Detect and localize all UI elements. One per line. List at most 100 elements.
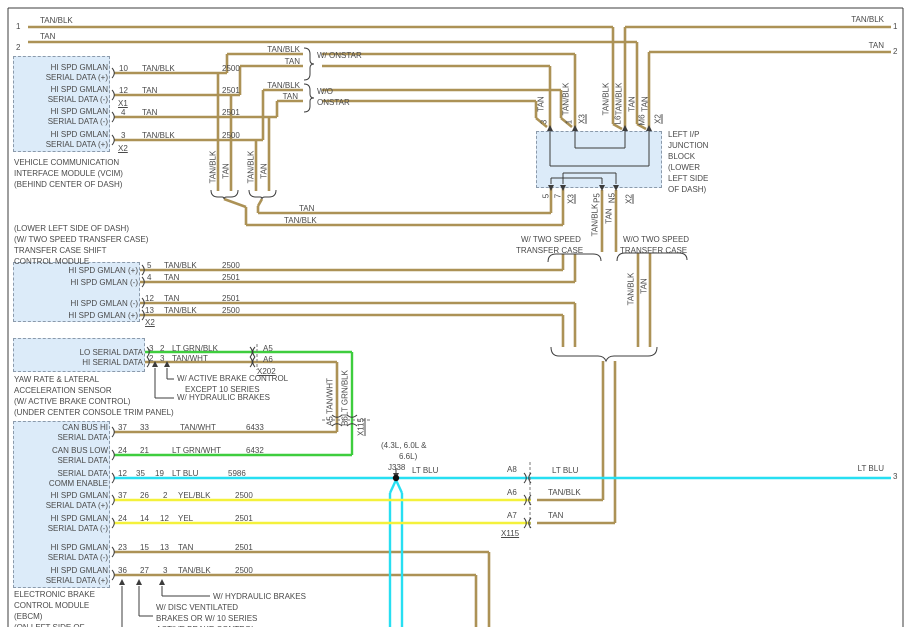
diagram-label: 2500	[222, 64, 240, 73]
diagram-label: X2	[118, 144, 128, 153]
diagram-label: TAN	[536, 96, 546, 112]
diagram-label: 24	[118, 514, 127, 523]
diagram-label: LT BLU	[857, 464, 884, 473]
diagram-label: TAN/BLK	[40, 16, 73, 25]
brace	[303, 47, 315, 81]
diagram-label: CAN BUS HI	[62, 423, 108, 432]
diagram-label: 37	[118, 491, 127, 500]
diagram-label: 2	[16, 43, 21, 52]
diagram-label: LT GRN/BLK	[172, 344, 218, 353]
diagram-label: 2500	[222, 261, 240, 270]
wire-segment	[256, 198, 264, 207]
pin-arrow-icon	[646, 125, 652, 131]
diagram-label: TAN/BLK	[561, 82, 571, 116]
pin-arrow-icon	[152, 361, 158, 367]
diagram-label: M6	[637, 114, 647, 126]
diagram-label: X3	[566, 194, 576, 204]
diagram-label: N5	[607, 192, 617, 204]
ebcm-module-box	[13, 421, 110, 588]
diagram-label: HI SPD GMLAN	[50, 63, 108, 72]
diagram-label: SERIAL DATA (-)	[47, 95, 108, 104]
diagram-label: TAN/WHT	[325, 378, 335, 414]
diagram-label: SERIAL DATA (-)	[47, 117, 108, 126]
diagram-label: LT BLU	[412, 466, 439, 475]
diagram-label: 5986	[228, 469, 246, 478]
diagram-label: 4	[147, 273, 152, 282]
diagram-label: 33	[140, 423, 149, 432]
connector-arc	[528, 472, 532, 484]
connector-arc	[141, 276, 145, 288]
diagram-label: TAN/BLK	[246, 150, 256, 184]
diagram-label: 3	[539, 119, 549, 125]
pin-arrow-icon	[548, 185, 554, 191]
diagram-label: 36	[118, 566, 127, 575]
diagram-label: VEHICLE COMMUNICATION	[14, 158, 120, 167]
diagram-label: EXCEPT 10 SERIES	[185, 385, 260, 394]
diagram-label: SERIAL DATA (+)	[45, 501, 108, 510]
connector-arc	[331, 414, 343, 418]
diagram-label: X115	[356, 417, 366, 437]
diagram-label: 6433	[246, 423, 264, 432]
diagram-label: TAN	[221, 163, 231, 179]
diagram-label: A6	[507, 488, 517, 497]
connector-arc	[111, 111, 115, 123]
diagram-label: 27	[140, 566, 149, 575]
splice-dot	[392, 474, 400, 482]
diagram-label: TRANSFER CASE SHIFT	[14, 246, 107, 255]
connector-arc	[141, 309, 145, 321]
diagram-label: TAN/BLK	[267, 45, 300, 54]
diagram-label: TAN/BLK	[590, 203, 600, 237]
pin-arrow-icon	[560, 185, 566, 191]
connector-arc	[111, 89, 115, 101]
diagram-label: HI SPD GMLAN	[50, 130, 108, 139]
diagram-label: TAN/BLK	[614, 82, 624, 116]
brace	[547, 253, 602, 263]
diagram-label: SERIAL DATA (+)	[45, 576, 108, 585]
connector-arc	[111, 494, 115, 506]
diagram-label: 3	[163, 566, 168, 575]
diagram-label: (W/ TWO SPEED TRANSFER CASE)	[14, 235, 149, 244]
diagram-label: 21	[140, 446, 149, 455]
brace	[210, 189, 239, 200]
diagram-label: (4.3L, 6.0L &	[381, 441, 427, 450]
diagram-label: A5	[325, 416, 335, 426]
connector-arc	[346, 414, 358, 418]
diagram-label: TAN	[164, 294, 180, 303]
connector-arc	[141, 264, 145, 276]
diagram-label: HI SPD GMLAN (-)	[70, 299, 138, 308]
pin-arrow-icon	[599, 185, 605, 191]
wire-segment	[636, 122, 647, 131]
diagram-label: TAN	[284, 57, 300, 66]
diagram-label: HI SERIAL DATA	[82, 358, 143, 367]
diagram-label: (UNDER CENTER CONSOLE TRIM PANEL)	[14, 408, 174, 417]
diagram-label: TAN	[548, 511, 564, 520]
pin-arrow-icon	[164, 361, 170, 367]
diagram-label: W/O TWO SPEED	[623, 235, 690, 244]
diagram-label: TAN/BLK	[178, 566, 211, 575]
diagram-label: W/O	[317, 87, 333, 96]
diagram-label: X115	[501, 529, 520, 538]
diagram-label: YEL/BLK	[178, 491, 211, 500]
diagram-label: 2	[160, 344, 165, 353]
diagram-label: CAN BUS LOW	[51, 446, 108, 455]
diagram-label: TAN/BLK	[142, 64, 175, 73]
diagram-label: L6	[613, 115, 623, 125]
diagram-label: TAN	[142, 108, 158, 117]
connector-arc	[252, 356, 256, 368]
diagram-label: 2	[893, 47, 898, 56]
diagram-label: TAN/BLK	[164, 261, 197, 270]
diagram-label: TAN/BLK	[267, 81, 300, 90]
diagram-label: ELECTRONIC BRAKE	[14, 590, 95, 599]
diagram-label: 19	[155, 469, 164, 478]
diagram-label: 37	[118, 423, 127, 432]
diagram-label: TAN/BLK	[208, 150, 218, 184]
diagram-label: LEFT I/P	[668, 130, 700, 139]
diagram-label: 3	[149, 344, 154, 353]
diagram-label: 3	[121, 131, 126, 140]
diagram-label: W/ HYDRAULIC BRAKES	[213, 592, 306, 601]
diagram-label: HI SPD GMLAN	[50, 514, 108, 523]
diagram-label: W/ ACTIVE BRAKE CONTROL	[177, 374, 289, 383]
wire-segment	[612, 122, 623, 131]
diagram-label: SERIAL DATA (+)	[45, 73, 108, 82]
diagram-label: 2501	[222, 273, 240, 282]
